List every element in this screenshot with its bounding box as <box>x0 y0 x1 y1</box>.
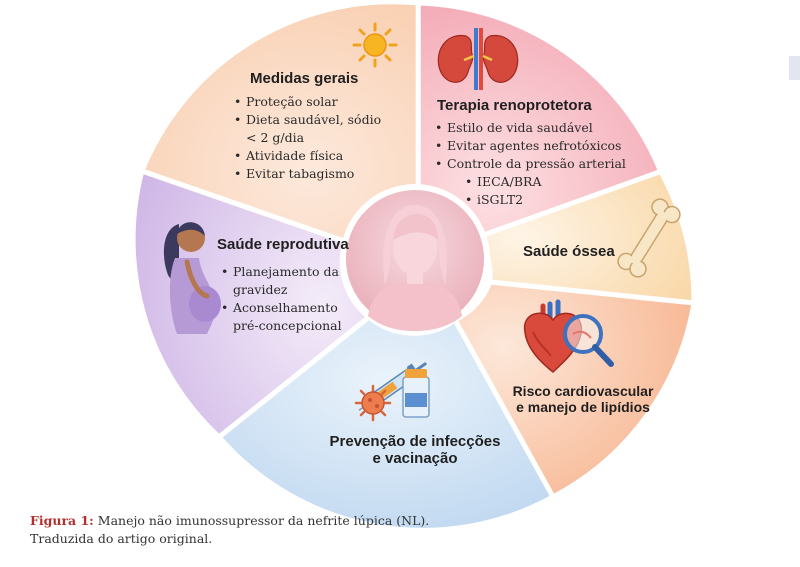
list-item: Aconselhamento pré-concepcional <box>219 299 349 335</box>
list-item: Planejamento da gravidez <box>219 263 349 299</box>
infection-title-line2: e vacinação <box>372 450 458 467</box>
infection-prevention-title: Prevenção de infecções e vacinação <box>315 433 515 467</box>
kidney-icon <box>437 28 519 90</box>
list-item: Proteção solar <box>232 93 382 111</box>
caption-text: Manejo não imunossupressor da nefrite lú… <box>97 513 430 528</box>
cardiovascular-title-line1: Risco cardiovascular <box>512 383 654 399</box>
infection-title-line1: Prevenção de infecções <box>329 433 501 450</box>
figure-caption: Figura 1: Manejo não imunossupressor da … <box>30 512 429 548</box>
caption-label: Figura 1: <box>30 513 94 528</box>
edge-fragment <box>789 56 800 80</box>
reproductive-health-title: Saúde reprodutiva <box>217 236 349 253</box>
heart-magnifier-icon <box>523 299 614 374</box>
woman-avatar-icon <box>340 184 490 334</box>
general-measures-title: Medidas gerais <box>250 70 359 87</box>
bone-icon <box>617 198 681 278</box>
list-subitem: iSGLT2 <box>463 191 653 209</box>
renoprotective-list: Estilo de vida saudável Evitar agentes n… <box>433 119 653 209</box>
list-item: Controle da pressão arterial <box>433 155 653 173</box>
pregnant-woman-icon <box>163 222 221 334</box>
list-item: Atividade física <box>232 147 382 165</box>
list-subitem: IECA/BRA <box>463 173 653 191</box>
cardiovascular-title: Risco cardiovascular e manejo de lipídio… <box>503 383 663 415</box>
vaccine-virus-icon <box>354 361 430 422</box>
list-item: Evitar agentes nefrotóxicos <box>433 137 653 155</box>
segment-cardiovascular <box>451 279 697 501</box>
list-item: Estilo de vida saudável <box>433 119 653 137</box>
list-item: Dieta saudável, sódio < 2 g/dia <box>232 111 382 147</box>
general-measures-list: Proteção solar Dieta saudável, sódio < 2… <box>232 93 382 183</box>
cardiovascular-title-line2: e manejo de lipídios <box>516 399 650 415</box>
reproductive-health-list: Planejamento da gravidez Aconselhamento … <box>219 263 349 335</box>
bone-health-title: Saúde óssea <box>523 243 615 260</box>
sun-icon <box>352 22 398 68</box>
renoprotective-title: Terapia renoprotetora <box>437 97 592 114</box>
list-item: Evitar tabagismo <box>232 165 382 183</box>
caption-line2: Traduzida do artigo original. <box>30 531 213 546</box>
